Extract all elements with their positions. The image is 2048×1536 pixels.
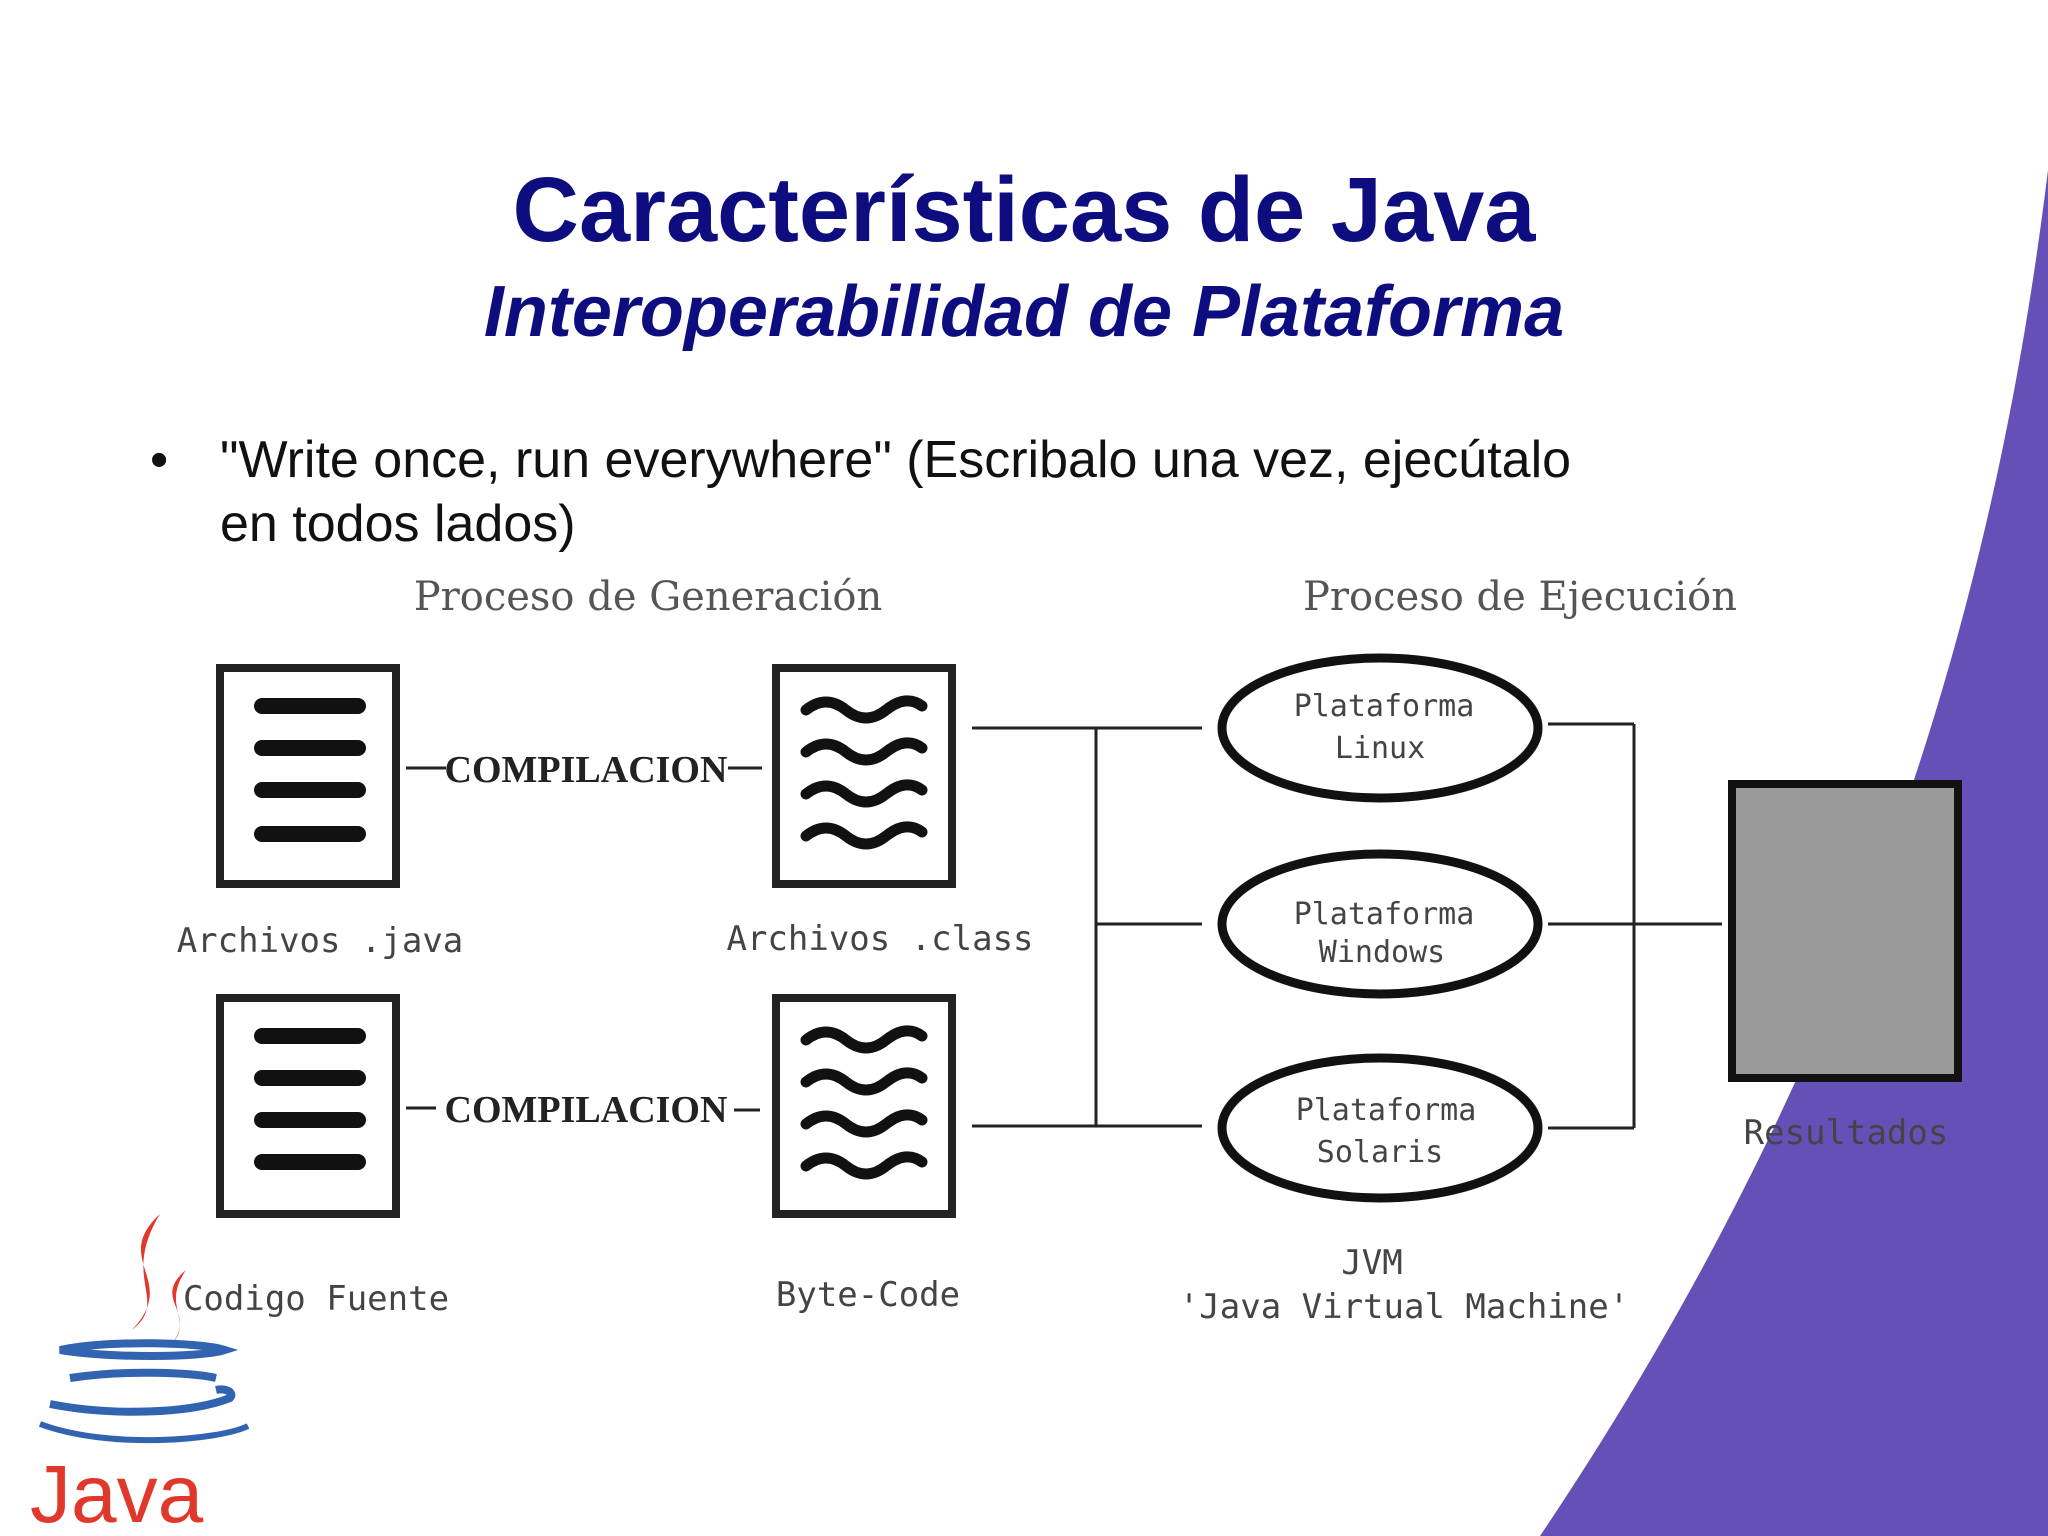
jvm-label: JVM xyxy=(1341,1243,1402,1283)
java-files-label: Archivos .java xyxy=(177,921,464,961)
heading-generation: Proceso de Generación xyxy=(414,574,883,620)
platform-solaris-line1: Plataforma xyxy=(1296,1093,1477,1128)
jvm-full-label: 'Java Virtual Machine' xyxy=(1179,1287,1629,1327)
java-logo: Java xyxy=(30,1214,250,1530)
bullet-text: "Write once, run everywhere" (Escribalo … xyxy=(220,431,1572,553)
results-screen xyxy=(1728,780,1962,1082)
compile-label-bottom: COMPILACION xyxy=(445,1089,728,1131)
platform-linux: Plataforma Linux xyxy=(1217,653,1543,803)
results-lines xyxy=(1548,722,1722,1130)
compile-label-top: COMPILACION xyxy=(445,749,728,791)
bytecode-file-icon-top xyxy=(772,664,956,888)
java-logo-text: Java xyxy=(30,1449,204,1530)
bytecode-label: Byte-Code xyxy=(776,1275,960,1315)
source-file-icon-top xyxy=(216,664,400,888)
class-files-label: Archivos .class xyxy=(726,919,1033,959)
platform-windows: Plataforma Windows xyxy=(1217,849,1543,999)
platform-solaris-line2: Solaris xyxy=(1317,1135,1443,1170)
bullet-marker: • xyxy=(150,431,169,489)
page-title: Características de Java xyxy=(512,159,1536,261)
page-subtitle: Interoperabilidad de Plataforma xyxy=(483,272,1565,352)
platform-linux-line1: Plataforma xyxy=(1294,689,1475,724)
platform-solaris: Plataforma Solaris xyxy=(1217,1053,1543,1203)
platform-linux-line2: Linux xyxy=(1335,731,1425,766)
java-cup-icon xyxy=(38,1214,250,1444)
source-file-icon-bottom xyxy=(216,994,400,1218)
results-label: Resultados xyxy=(1744,1113,1949,1153)
distribution-lines xyxy=(972,726,1202,1128)
heading-execution: Proceso de Ejecución xyxy=(1303,574,1737,620)
bytecode-file-icon-bottom xyxy=(772,994,956,1218)
source-code-label: Codigo Fuente xyxy=(183,1279,449,1319)
platform-windows-line1: Plataforma xyxy=(1294,897,1475,932)
platform-windows-line2: Windows xyxy=(1319,935,1445,970)
